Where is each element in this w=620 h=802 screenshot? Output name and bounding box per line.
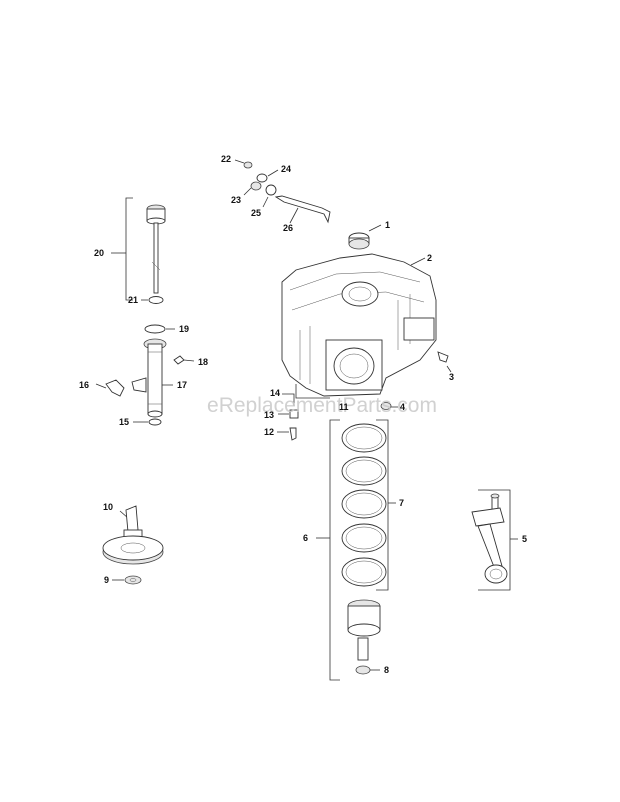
breather-parts [234, 159, 331, 224]
callout-19: 19 [179, 324, 189, 334]
connecting-rod [471, 489, 518, 591]
callout-11: 11 [339, 402, 349, 412]
callout-2: 2 [427, 253, 432, 263]
callout-5: 5 [522, 534, 527, 544]
pin-parts [277, 409, 299, 441]
callout-25: 25 [251, 208, 261, 218]
callout-labels: 1 2 3 4 5 6 7 8 9 10 11 12 13 14 15 16 1… [79, 154, 527, 675]
callout-18: 18 [198, 357, 208, 367]
callout-12: 12 [264, 427, 274, 437]
callout-23: 23 [231, 195, 241, 205]
piston-assembly [316, 419, 396, 681]
callout-3: 3 [449, 372, 454, 382]
crankcase [281, 253, 452, 410]
callout-20: 20 [94, 248, 104, 258]
callout-24: 24 [281, 164, 291, 174]
callout-13: 13 [264, 410, 274, 420]
callout-26: 26 [283, 223, 293, 233]
callout-10: 10 [103, 502, 113, 512]
oil-fill-tube [95, 324, 195, 426]
callout-17: 17 [177, 380, 187, 390]
callout-4: 4 [400, 402, 405, 412]
callout-7: 7 [399, 498, 404, 508]
callout-21: 21 [128, 295, 138, 305]
callout-1: 1 [385, 220, 390, 230]
dipstick-assembly [111, 197, 166, 304]
callout-8: 8 [384, 665, 389, 675]
callout-16: 16 [79, 380, 89, 390]
callout-9: 9 [104, 575, 109, 585]
callout-6: 6 [303, 533, 308, 543]
callout-15: 15 [119, 417, 129, 427]
camshaft [102, 505, 164, 585]
oil-seal [348, 224, 382, 250]
callout-14: 14 [270, 388, 280, 398]
callout-22: 22 [221, 154, 231, 164]
watermark: eReplacementParts.com [207, 394, 437, 417]
